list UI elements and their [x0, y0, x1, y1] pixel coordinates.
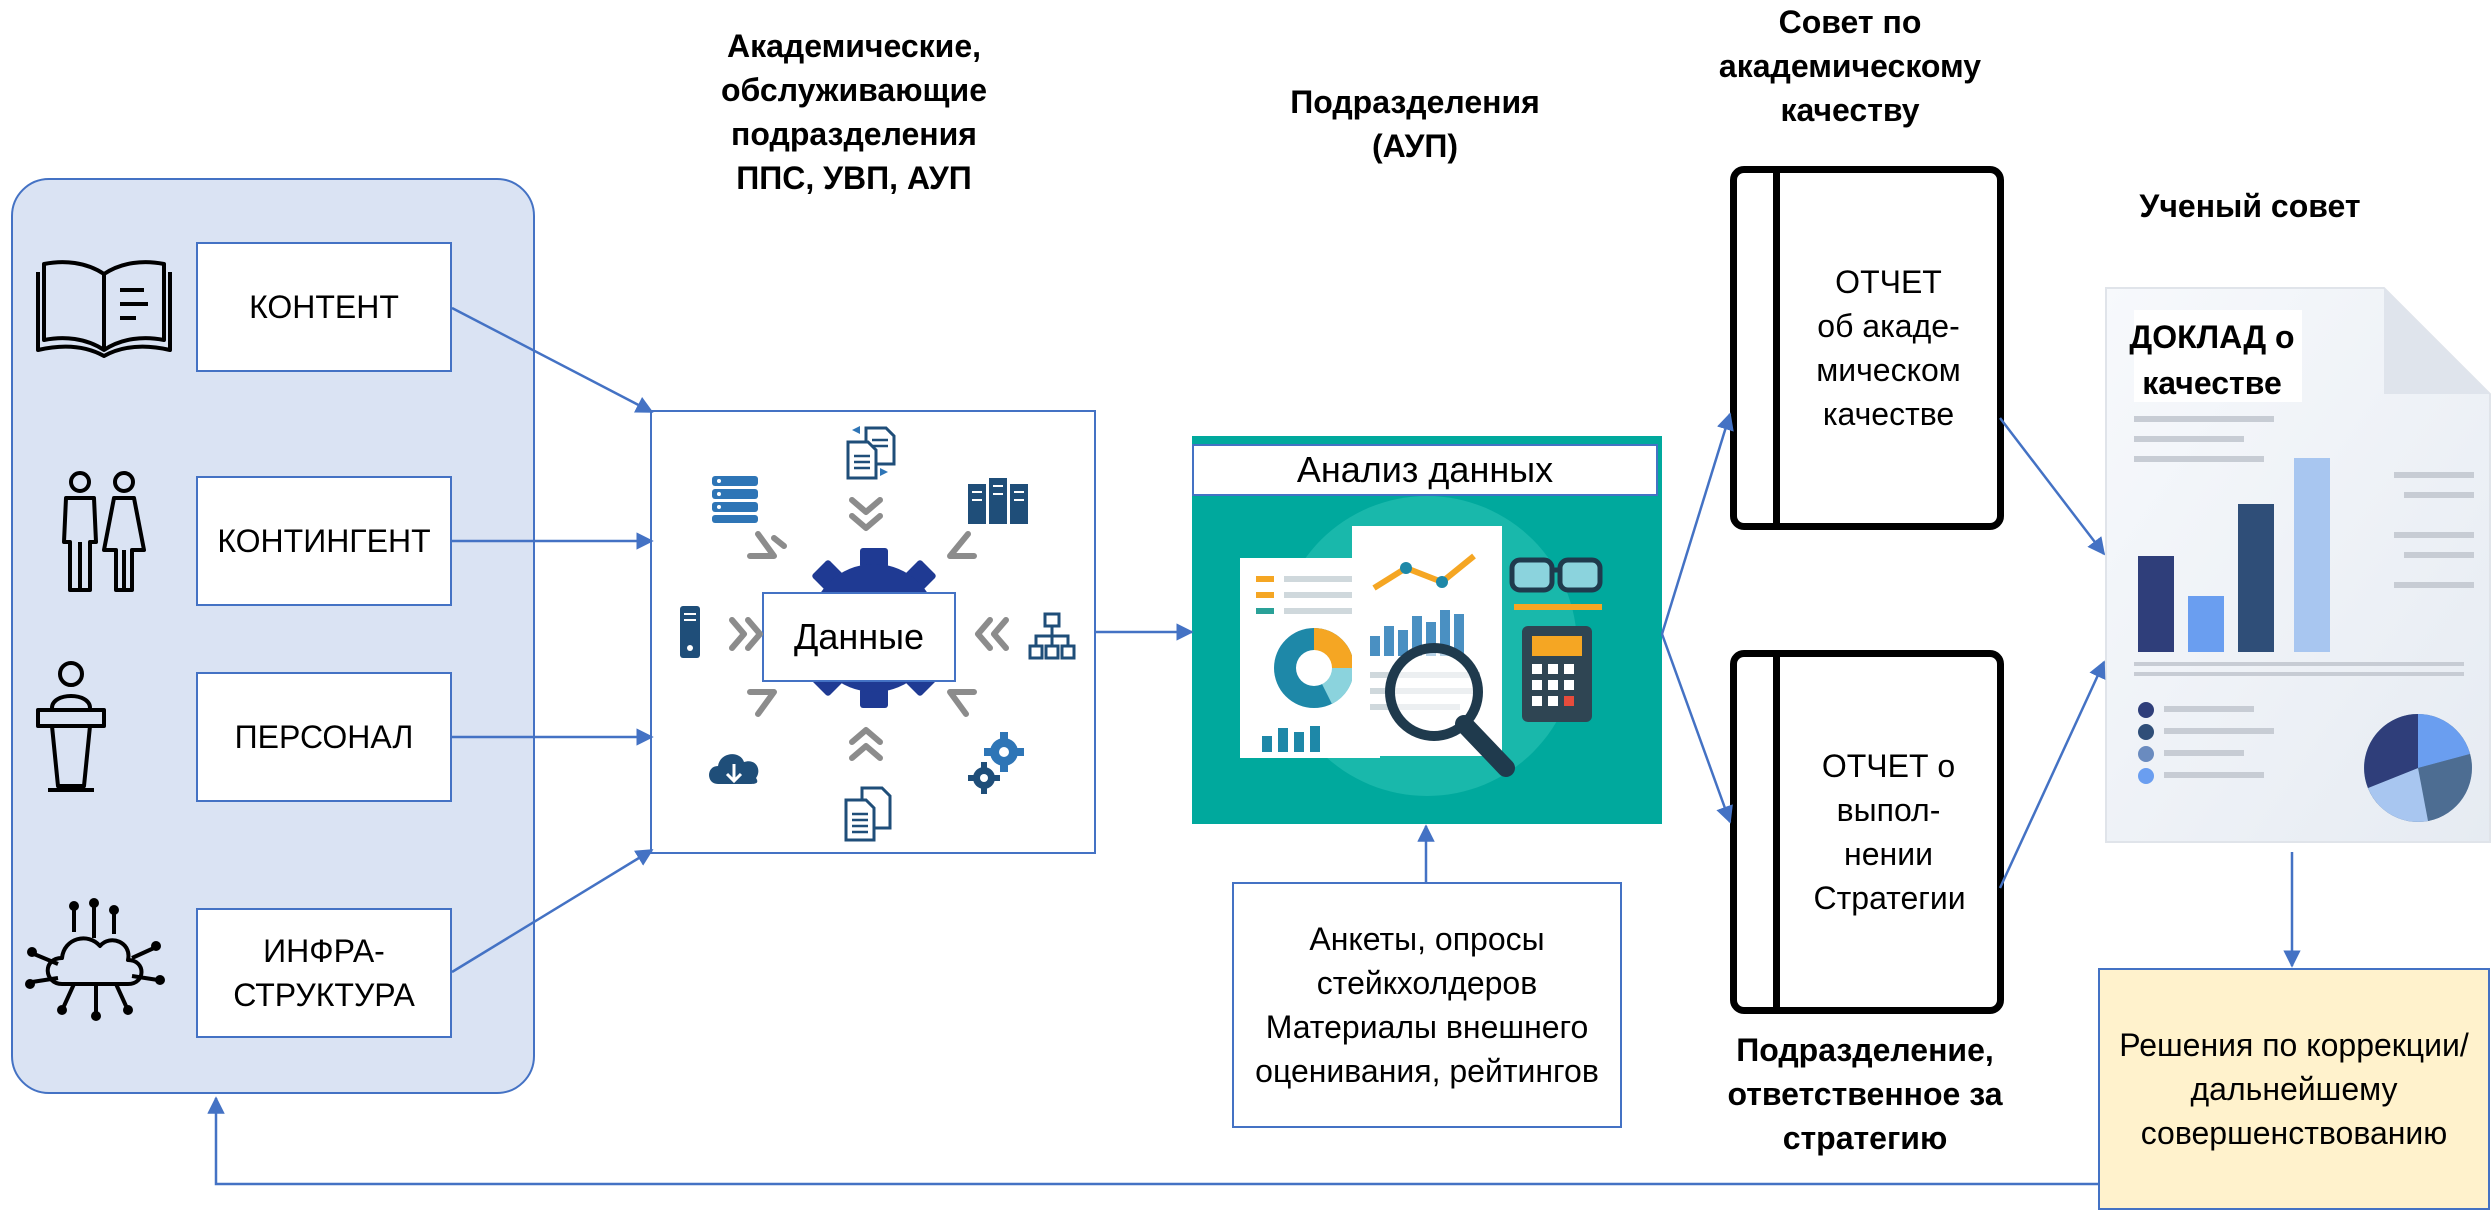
arrow-infra-to-data [451, 848, 654, 974]
settings-gears-icon [968, 732, 1024, 794]
arrow-content-to-data [451, 306, 654, 414]
documents-bottom-icon [844, 786, 892, 842]
documents-icon [846, 426, 896, 480]
source-contingent: КОНТИНГЕНТ [196, 476, 452, 606]
analysis-title-box: Анализ данных [1192, 444, 1658, 496]
heading-strategy-unit: Подразделение, ответственное за стратеги… [1727, 1032, 2003, 1156]
surveys-box: Анкеты, опросы стейкхолдеров Материалы в… [1232, 882, 1622, 1128]
source-content-label: КОНТЕНТ [249, 289, 399, 325]
quality-document [2105, 287, 2491, 843]
arrow-strategy-to-doc [1998, 660, 2106, 889]
calculator-icon [1522, 626, 1592, 722]
arrow-analysis-to-strategy [1660, 633, 1733, 824]
decisions-text: Решения по коррекции/ дальнейшему соверш… [2119, 1027, 2469, 1151]
quality-doc-title: ДОКЛАД о качестве [2129, 319, 2295, 401]
heading-academic-units: Академические, обслуживающие подразделен… [721, 28, 987, 196]
quality-report-text: ОТЧЕТ об акаде-мическом качестве [1780, 173, 1997, 523]
quality-report-label: ОТЧЕТ об акаде-мическом качестве [1816, 264, 1961, 432]
heading-academic-council: Ученый совет [2139, 188, 2361, 224]
people-icon [62, 471, 146, 592]
glasses-icon [1509, 557, 1603, 593]
server-icon [712, 476, 758, 523]
decisions-box: Решения по коррекции/ дальнейшему соверш… [2098, 968, 2490, 1210]
server-rack-icon [968, 478, 1028, 524]
surveys-text: Анкеты, опросы стейкхолдеров Материалы в… [1255, 921, 1599, 1089]
arrow-analysis-to-quality [1660, 412, 1734, 635]
book-icon [36, 260, 172, 358]
source-personnel: ПЕРСОНАЛ [196, 672, 452, 802]
analysis-title: Анализ данных [1296, 449, 1554, 490]
analysis-illustration [1240, 496, 1603, 796]
network-icon [1028, 612, 1076, 660]
quality-report-spine [1737, 173, 1780, 523]
source-contingent-label: КОНТИНГЕНТ [217, 523, 431, 559]
source-infrastructure: ИНФРА-СТРУКТУРА [196, 908, 452, 1038]
strategy-report-text: ОТЧЕТ о выпол-нении Стратегии [1780, 657, 1997, 1007]
podium-icon [36, 661, 106, 792]
strategy-report-spine [1737, 657, 1780, 1007]
source-personnel-label: ПЕРСОНАЛ [234, 719, 414, 755]
cloud-download-icon [709, 754, 759, 784]
arrow-quality-to-doc [1999, 417, 2106, 556]
arrow-feedback-loop [207, 1096, 2098, 1186]
strategy-report-book: ОТЧЕТ о выпол-нении Стратегии [1730, 650, 2004, 1014]
source-content: КОНТЕНТ [196, 242, 452, 372]
chevrons [729, 497, 1009, 761]
device-icon [680, 606, 700, 658]
source-infrastructure-label: ИНФРА-СТРУКТУРА [233, 933, 415, 1013]
heading-units-aup: Подразделения (АУП) [1290, 84, 1540, 164]
heading-academic-quality-council: Совет по академическому качеству [1718, 4, 1982, 128]
magnifier-icon [1385, 643, 1515, 777]
strategy-report-label: ОТЧЕТ о выпол-нении Стратегии [1813, 748, 1966, 916]
quality-report-book: ОТЧЕТ об акаде-мическом качестве [1730, 166, 2004, 530]
cloud-network-icon [25, 898, 165, 1021]
data-hub-label-box: Данные [762, 592, 956, 682]
data-hub-label: Данные [793, 616, 925, 657]
